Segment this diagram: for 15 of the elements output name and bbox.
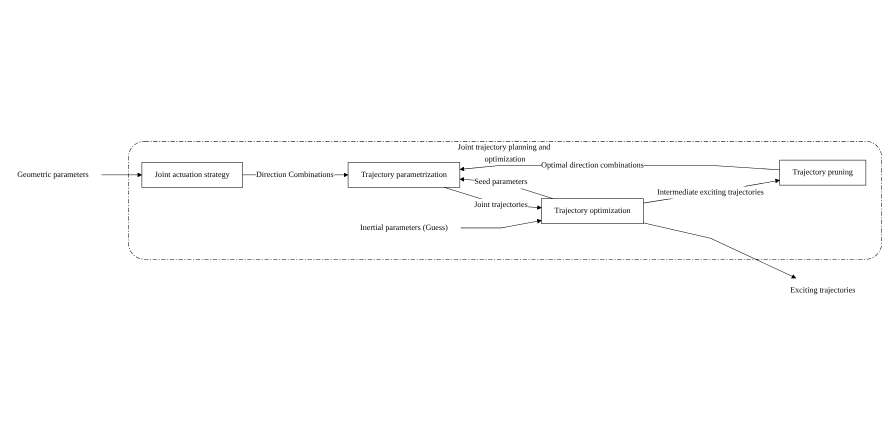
node-text: Geometric parameters (17, 170, 89, 179)
edge-label: Direction Combinations (256, 170, 334, 179)
node-box: Trajectory optimization (541, 198, 644, 224)
node-box: Trajectory pruning (779, 160, 866, 186)
arrow (460, 218, 542, 228)
arrow (643, 222, 796, 278)
node-box: Trajectory parametrization (348, 162, 460, 188)
edge-label: Optimal direction combinations (541, 160, 644, 170)
arrow (101, 172, 142, 178)
edge-label: Joint trajectories (474, 200, 528, 209)
edge-label: Intermediate exciting trajectories (657, 188, 764, 196)
node-text: Exciting trajectories (790, 286, 856, 295)
node-box: Joint actuation strategy (142, 162, 243, 188)
node-text: Inertial parameters (Guess) (360, 223, 448, 232)
edge-label: Seed parameters (474, 178, 528, 186)
